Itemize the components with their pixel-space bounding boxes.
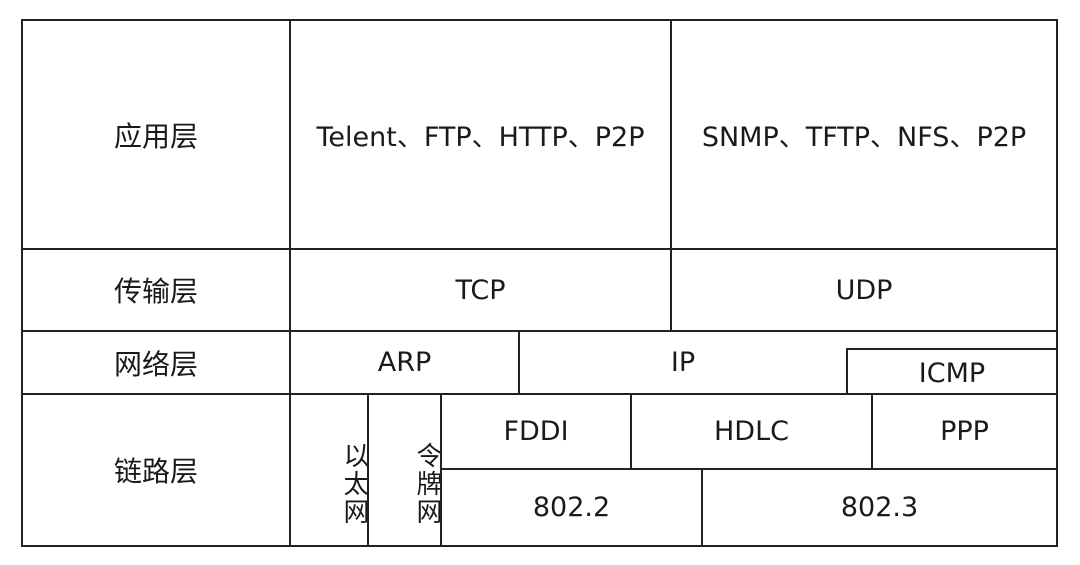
ethernet-cell: 以太网 bbox=[289, 393, 369, 547]
fddi-cell: FDDI bbox=[440, 393, 632, 470]
arp-cell: ARP bbox=[289, 330, 520, 395]
token-ring-cell: 令牌网 bbox=[367, 393, 442, 547]
link-layer-label: 链路层 bbox=[21, 393, 291, 547]
transport-layer-label: 传输层 bbox=[21, 248, 291, 332]
hdlc-cell: HDLC bbox=[630, 393, 873, 470]
ip-label: IP bbox=[670, 347, 696, 378]
application-protocols-left: Telent、FTP、HTTP、P2P bbox=[289, 19, 672, 250]
tcp-cell: TCP bbox=[289, 248, 672, 332]
network-layer-label: 网络层 bbox=[21, 330, 291, 395]
application-protocols-right: SNMP、TFTP、NFS、P2P bbox=[670, 19, 1058, 250]
ieee-802-2-cell: 802.2 bbox=[440, 468, 703, 547]
application-layer-label: 应用层 bbox=[21, 19, 291, 250]
ppp-cell: PPP bbox=[871, 393, 1058, 470]
ieee-802-3-cell: 802.3 bbox=[701, 468, 1058, 547]
udp-cell: UDP bbox=[670, 248, 1058, 332]
icmp-cell: ICMP bbox=[846, 348, 1058, 395]
